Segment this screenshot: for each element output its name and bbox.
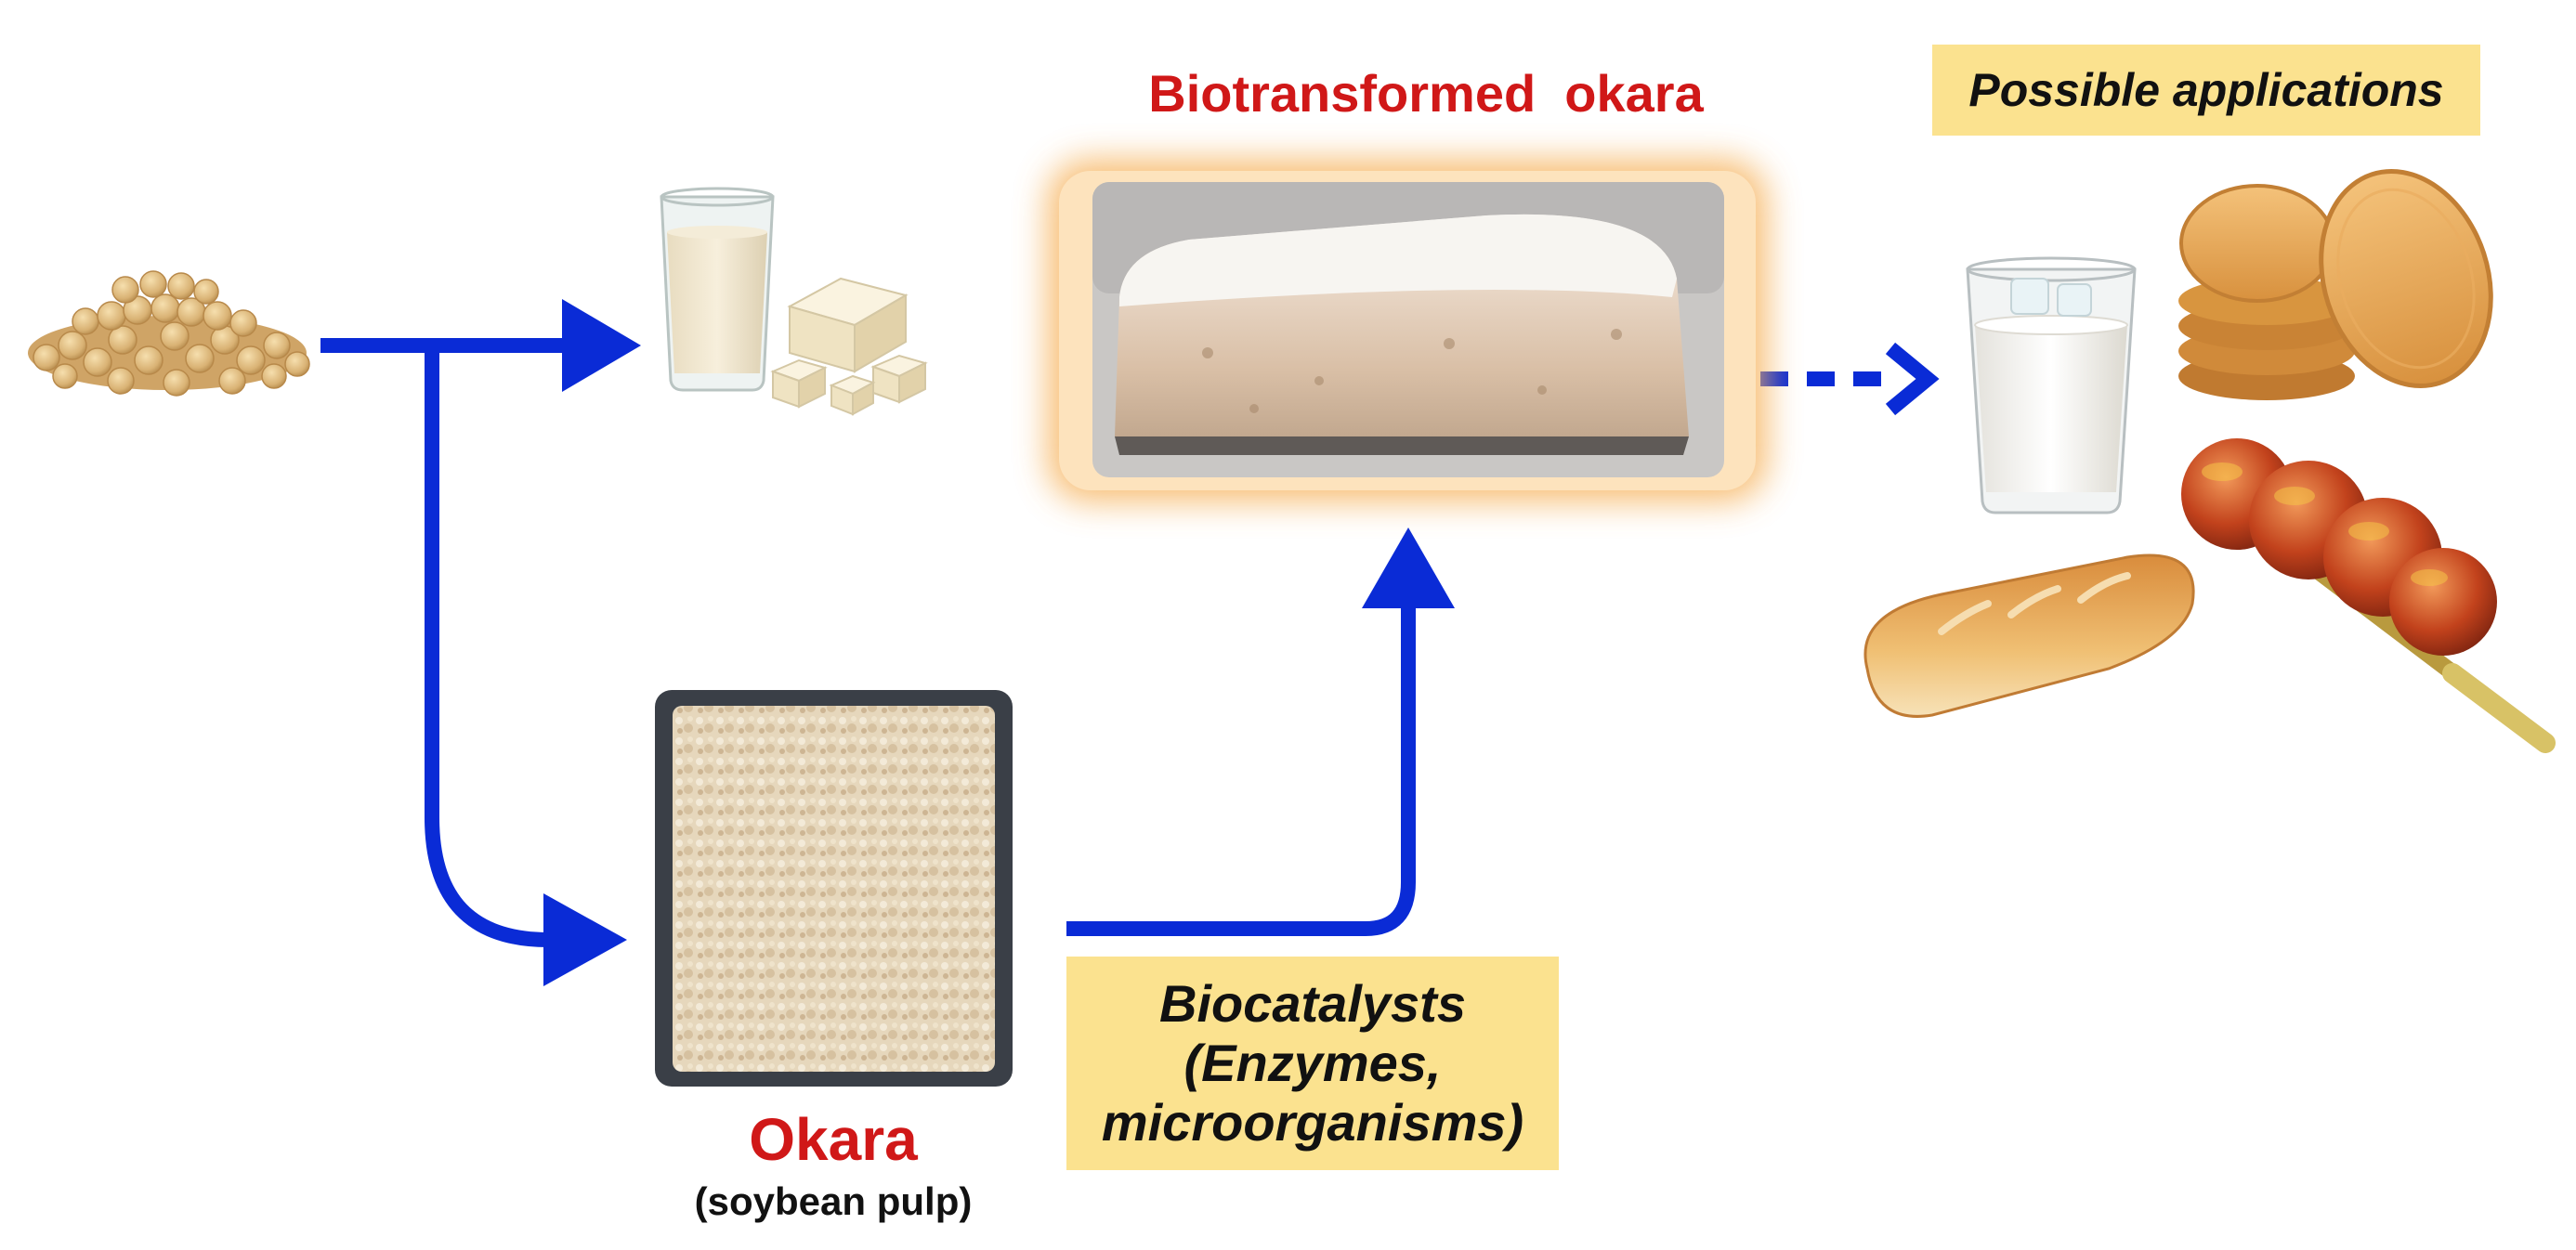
biocatalysts-line-2: (Enzymes,	[1183, 1034, 1442, 1092]
soy-milk-glass	[660, 187, 775, 392]
cookies-stack	[2178, 169, 2493, 400]
arrow-dotted-to-applications	[1760, 342, 1940, 416]
milk-glass	[1966, 256, 2137, 514]
biocatalysts-label: Biocatalysts (Enzymes, microorganisms)	[1066, 957, 1559, 1170]
arrow-beans-to-products	[320, 299, 641, 392]
arrow-okara-to-biotransformed	[1066, 527, 1455, 936]
meatball-skewer	[2181, 438, 2556, 753]
biotransformed-okara-block	[1048, 160, 1767, 501]
okara-subtitle: (soybean pulp)	[694, 1179, 973, 1223]
soybeans-pile	[28, 270, 310, 397]
biocatalysts-line-3: microorganisms)	[1101, 1093, 1524, 1152]
bread-loaf	[1863, 553, 2195, 718]
possible-applications-label: Possible applications	[1932, 45, 2480, 136]
okara-pulp-tray	[655, 690, 1013, 1087]
tofu-cubes	[770, 277, 928, 416]
biotransformed-okara-title: Biotransformed okara	[1148, 64, 1704, 123]
biocatalysts-line-1: Biocatalysts	[1159, 974, 1466, 1033]
okara-title: Okara	[749, 1106, 918, 1173]
arrow-beans-to-okara	[425, 345, 627, 986]
possible-applications-text: Possible applications	[1968, 64, 2444, 116]
